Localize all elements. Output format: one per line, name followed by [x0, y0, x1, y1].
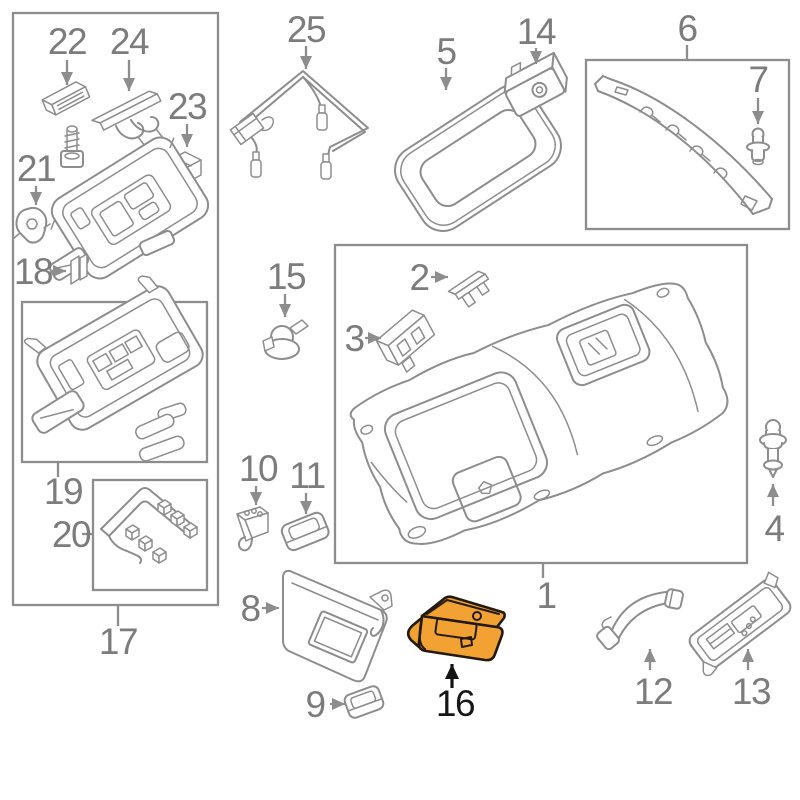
harness-connector: [250, 151, 262, 178]
part-15-drawing: [262, 319, 309, 360]
part-14-drawing: [503, 51, 568, 117]
part-16-highlighted-drawing: [406, 595, 506, 662]
callout-25: 25: [287, 9, 326, 50]
harness-connector: [316, 104, 328, 131]
callout-22: 22: [48, 21, 86, 62]
part-11-drawing: [280, 511, 330, 552]
callout-7: 7: [748, 59, 767, 100]
part-3-drawing: [375, 309, 436, 373]
part-6-trim-drawing: [594, 75, 773, 215]
callout-6: 6: [677, 8, 696, 49]
callout-23: 23: [168, 86, 206, 127]
callout-labels: 1 2 3 4 5 6 7 8 9 10 11 12 13 14 15 16 1…: [14, 8, 786, 725]
part-22-drawing: [41, 81, 91, 116]
callout-10: 10: [239, 448, 278, 489]
callout-2: 2: [409, 257, 428, 298]
callout-4: 4: [764, 508, 784, 549]
part-24-drawing: [91, 90, 164, 147]
callout-20: 20: [52, 514, 91, 555]
part-18-drawing: [70, 253, 88, 285]
part-5-seal-drawing: [394, 84, 562, 232]
callout-11: 11: [289, 455, 324, 496]
part-13-drawing: [688, 571, 792, 677]
part-20-trim-drawing: [100, 487, 198, 564]
callout-15: 15: [267, 256, 306, 297]
part-2-drawing: [447, 270, 490, 308]
part-12-handle-drawing: [596, 588, 684, 651]
callout-14: 14: [517, 11, 556, 52]
part-10-drawing: [236, 506, 269, 552]
callout-16-highlight: 16: [436, 683, 474, 724]
part-7-clip-drawing: [746, 127, 770, 166]
callout-3: 3: [344, 318, 363, 359]
part-21-drawing: [13, 206, 51, 244]
callout-8: 8: [240, 588, 259, 629]
part-19-console-drawing: [23, 275, 204, 462]
callout-19: 19: [44, 471, 82, 512]
callout-21: 21: [17, 148, 55, 189]
harness-connector: [320, 153, 332, 180]
callout-17: 17: [99, 621, 137, 662]
part-25-harness-drawing: [229, 70, 369, 180]
callout-5: 5: [436, 31, 456, 72]
callout-arrows: [30, 45, 779, 710]
part-4-clip-drawing: [759, 419, 787, 478]
callout-9: 9: [305, 684, 324, 725]
part-9-drawing: [343, 685, 385, 719]
callout-12: 12: [634, 671, 672, 712]
screw-drawing: [60, 125, 84, 168]
part-1-headliner-drawing: [349, 282, 729, 545]
callout-24: 24: [110, 21, 149, 62]
callout-18: 18: [14, 251, 52, 292]
callout-13: 13: [732, 671, 770, 712]
part-8-visor-drawing: [282, 569, 393, 683]
callout-1: 1: [536, 575, 555, 616]
